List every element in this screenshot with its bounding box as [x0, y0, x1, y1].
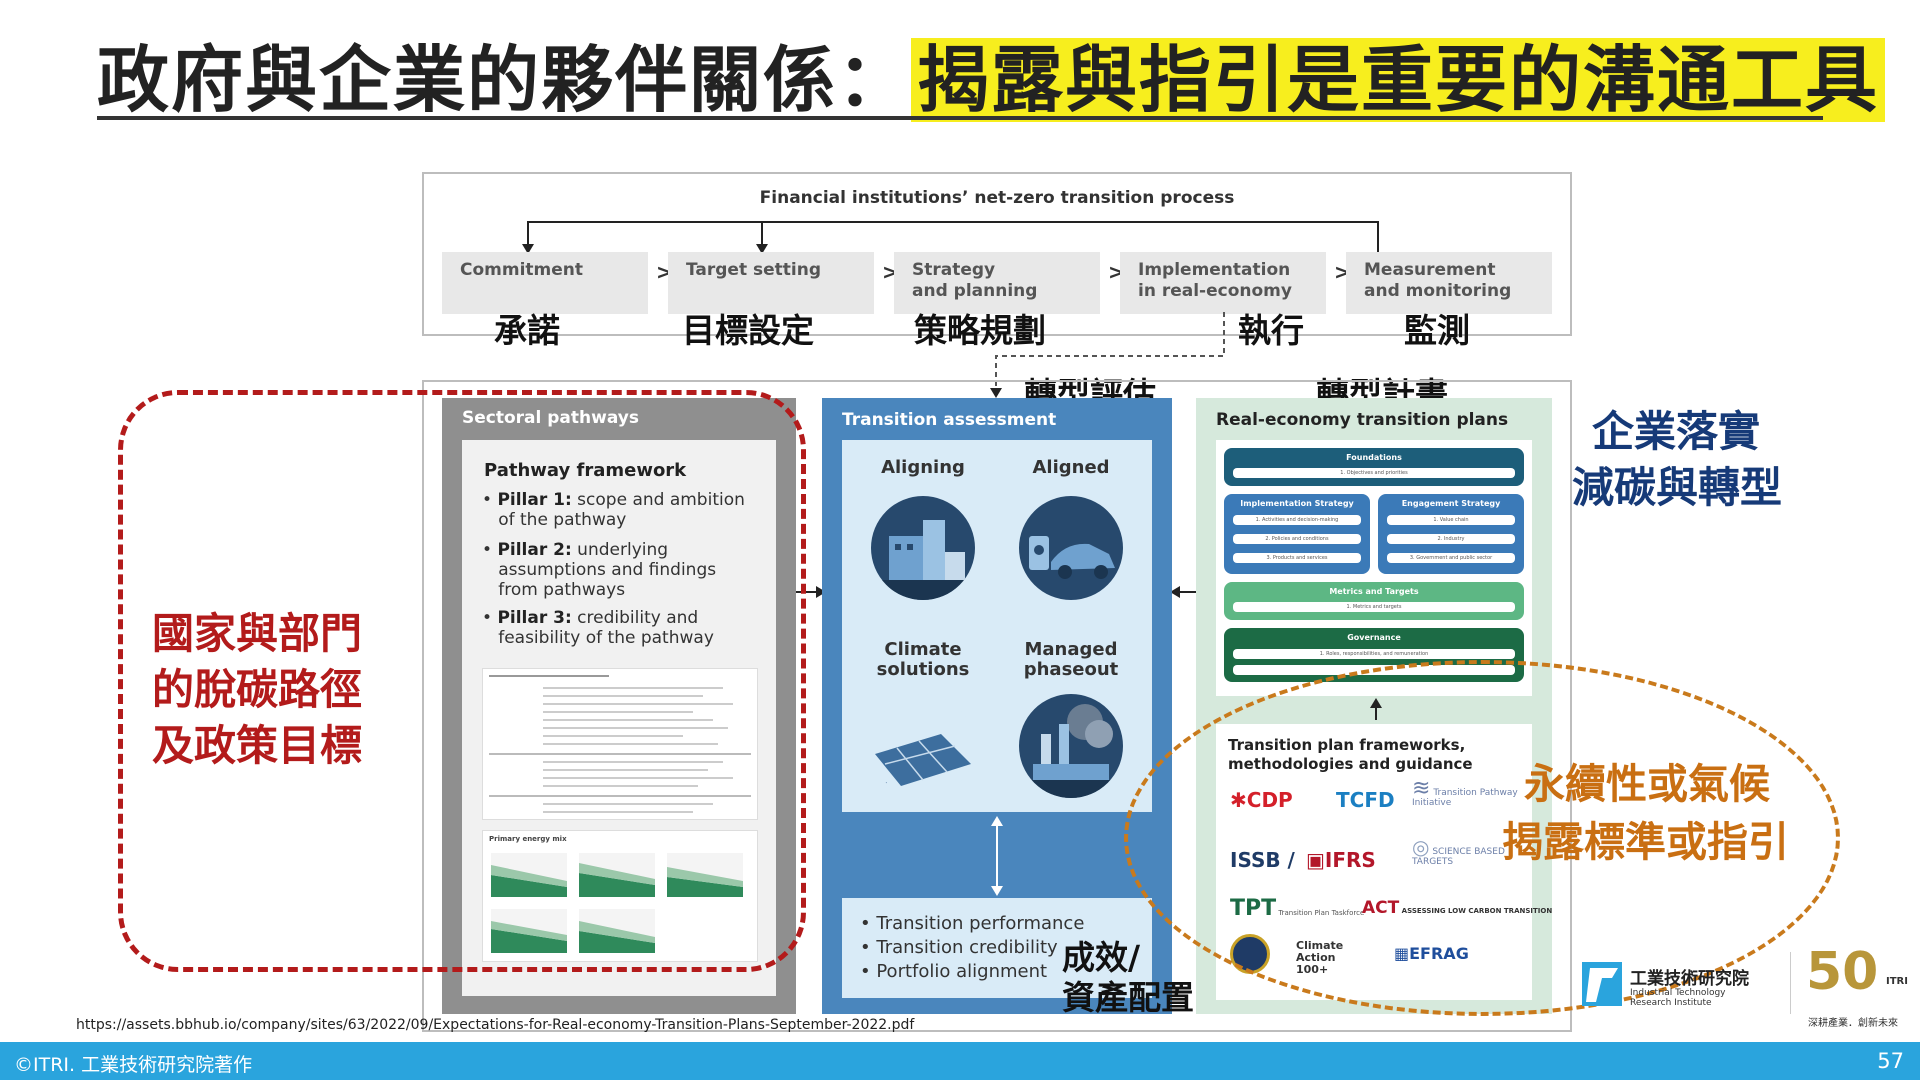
label-national-zh: 國家與部門的脫碳路徑及政策目標	[152, 609, 363, 770]
step-zh-implementation: 執行	[1238, 311, 1304, 350]
step-zh-strategy: 策略規劃	[914, 311, 1046, 350]
pathway-framework-title: Pathway framework	[484, 460, 687, 481]
step-zh-target: 目標設定	[682, 311, 814, 350]
power-plant-icon	[1019, 694, 1123, 798]
step-zh-commitment: 承諾	[494, 311, 560, 350]
mini-area-charts	[491, 853, 743, 953]
step-target-setting: Target setting	[668, 252, 874, 314]
label-performance-zh: 成效/資產配置	[1062, 938, 1194, 1017]
title-part-1: 政府與企業的夥伴關係：	[97, 38, 912, 122]
panel-transition-assessment: Transition assessment Aligning Aligned C…	[822, 398, 1172, 1014]
process-diagram: Financial institutions’ net-zero transit…	[422, 172, 1572, 336]
panel-sectoral-pathways: Sectoral pathways Pathway framework • Pi…	[442, 398, 796, 1014]
solar-panel-icon	[871, 694, 975, 798]
title-underline	[97, 116, 1823, 120]
itri-name-zh: 工業技術研究院	[1630, 969, 1749, 989]
sectoral-title: Sectoral pathways	[462, 408, 639, 428]
label-enterprise-zh: 企業落實減碳與轉型	[1572, 407, 1783, 512]
assessment-outputs: • Transition performance • Transition cr…	[842, 898, 1152, 998]
pathway-table-thumbnail	[482, 668, 758, 820]
transition-title: Transition assessment	[842, 410, 1057, 430]
category-aligning: Aligning	[881, 457, 965, 478]
output-item: • Transition performance	[860, 913, 1085, 934]
engagement-strategy-block: Engagement Strategy 1. Value chain 2. In…	[1378, 494, 1524, 574]
dotted-connector	[990, 312, 1225, 398]
process-title: Financial institutions’ net-zero transit…	[759, 188, 1235, 208]
double-arrow-icon	[991, 816, 1003, 896]
itri-logo-mark	[1582, 962, 1622, 1006]
label-disclosure-zh-2: 揭露標準或指引	[1502, 818, 1789, 866]
footer-copyright: ©ITRI. 工業技術研究院著作	[14, 1054, 253, 1076]
foundations-block: Foundations 1. Objectives and priorities	[1224, 448, 1524, 486]
logo-divider	[1790, 952, 1791, 1014]
output-list: • Transition performance • Transition cr…	[860, 912, 1084, 984]
output-item: • Portfolio alignment	[860, 961, 1048, 982]
step-zh-measurement: 監測	[1404, 311, 1470, 350]
arrow-right-icon	[796, 586, 826, 598]
process-loop-arrows	[522, 221, 1379, 254]
itri-50-logo: 50	[1806, 942, 1879, 1002]
national-pathway-highlight	[118, 390, 806, 972]
itri-50-sub: ITRI	[1886, 976, 1908, 987]
step-commitment: Commitment	[442, 252, 648, 314]
pillar-1: • Pillar 1: scope and ambition of the pa…	[482, 490, 745, 530]
real-title: Real-economy transition plans	[1216, 410, 1509, 430]
pathway-framework-card: Pathway framework • Pillar 1: scope and …	[462, 440, 776, 996]
pillar-2: • Pillar 2: underlying assumptions and f…	[482, 540, 717, 600]
disclosure-standards-highlight	[1124, 660, 1840, 1016]
transition-plan-structure: Foundations 1. Objectives and priorities…	[1216, 440, 1532, 696]
metrics-targets-block: Metrics and Targets 1. Metrics and targe…	[1224, 582, 1524, 620]
footer-bar: ©ITRI. 工業技術研究院著作 57	[0, 1042, 1920, 1080]
electric-car-icon	[1019, 496, 1123, 600]
page-title: 政府與企業的夥伴關係：揭露與指引是重要的溝通工具	[97, 38, 1886, 122]
category-aligned: Aligned	[1032, 457, 1110, 478]
title-highlight: 揭露與指引是重要的溝通工具	[911, 38, 1886, 122]
output-item: • Transition credibility	[860, 937, 1058, 958]
energy-mix-thumbnail: Primary energy mix	[482, 830, 758, 962]
page-number: 57	[1877, 1049, 1904, 1073]
factory-icon	[871, 496, 975, 600]
pillar-3: • Pillar 3: credibility and feasibility …	[482, 608, 714, 648]
itri-slogan: 深耕產業．創新未來	[1808, 1018, 1898, 1029]
implementation-strategy-block: Implementation Strategy 1. Activities an…	[1224, 494, 1370, 574]
label-disclosure-zh: 永續性或氣候	[1524, 760, 1770, 808]
source-url: https://assets.bbhub.io/company/sites/63…	[76, 1017, 915, 1033]
